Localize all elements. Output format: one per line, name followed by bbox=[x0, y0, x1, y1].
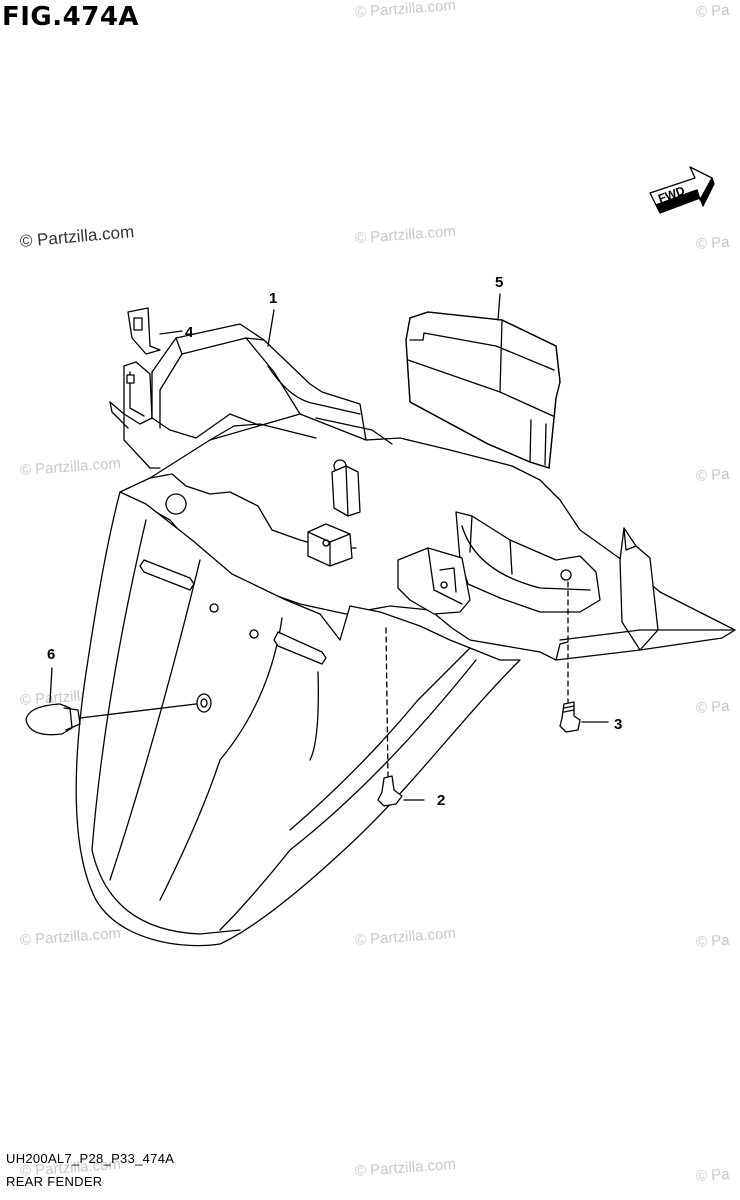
leader-line-1 bbox=[267, 309, 275, 347]
figure-title: FIG.474A bbox=[2, 2, 140, 32]
part-1-rear-fender bbox=[109, 323, 736, 661]
callout-2: 2 bbox=[437, 792, 446, 809]
callout-4: 4 bbox=[185, 324, 194, 341]
callout-6: 6 bbox=[47, 646, 56, 663]
fwd-arrow-icon: FWD bbox=[649, 166, 715, 214]
drawing-name: REAR FENDER bbox=[6, 1174, 103, 1189]
part-1-fender-body bbox=[75, 491, 521, 947]
part-3-bolt bbox=[559, 581, 609, 733]
callout-5: 5 bbox=[495, 274, 504, 291]
drawing-code: UH200AL7_P28_P33_474A bbox=[6, 1151, 175, 1166]
leader-line-5 bbox=[497, 293, 501, 321]
part-4-clip-nut bbox=[127, 307, 183, 355]
callout-3: 3 bbox=[614, 716, 623, 733]
part-5-protector-plate bbox=[405, 311, 561, 469]
callout-1: 1 bbox=[269, 290, 278, 307]
part-6-rubber-cushion bbox=[25, 667, 197, 736]
part-2-clip-rivet bbox=[377, 627, 425, 807]
